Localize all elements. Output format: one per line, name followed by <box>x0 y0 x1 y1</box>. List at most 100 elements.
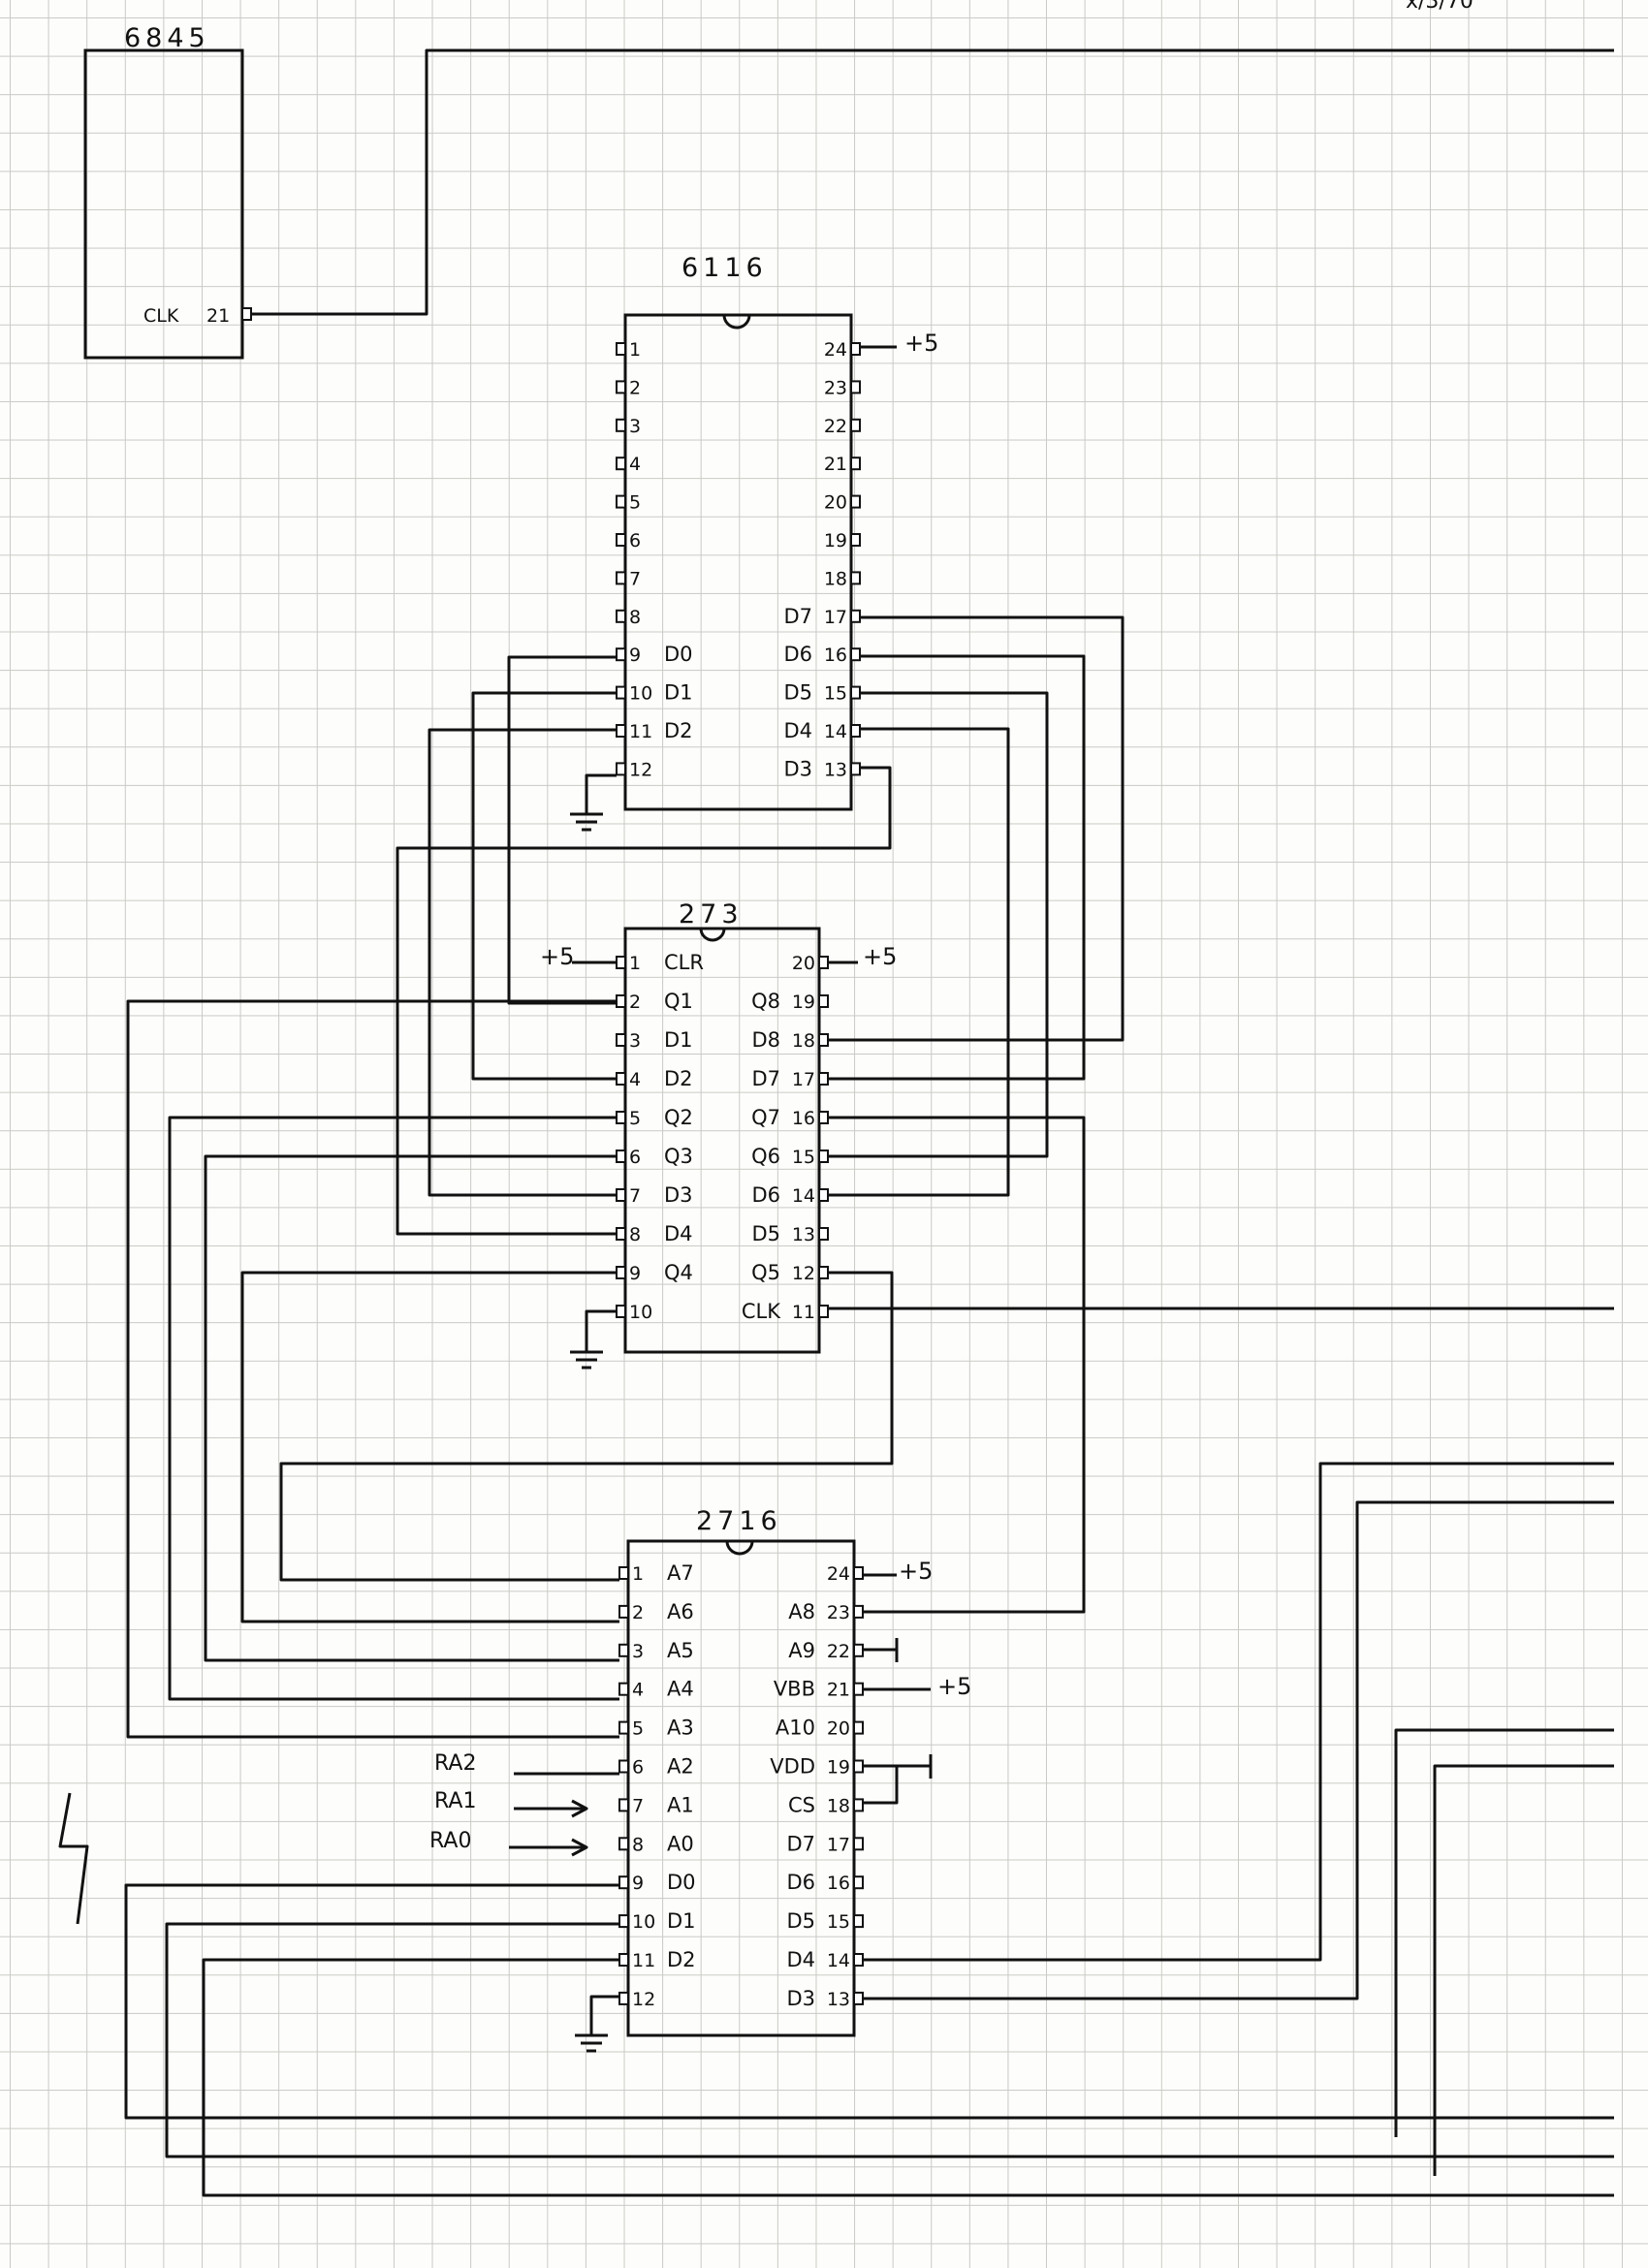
chip_273-pin-1-number: 1 <box>629 953 641 974</box>
chip_273-pin-4-mark <box>616 1072 626 1086</box>
chip_6116-pin-6-mark <box>616 533 626 547</box>
chip_2716-pin-7-signal: A1 <box>667 1793 694 1816</box>
chip_2716-pin-5-signal: A3 <box>667 1717 694 1740</box>
chip_273-pin-5-mark <box>616 1111 626 1124</box>
chip_2716-pin-15-signal: D5 <box>786 1909 815 1933</box>
chip_273-pin-20-mark <box>818 956 829 969</box>
chip_6116-pin-17-signal: D7 <box>783 605 812 628</box>
chip_6116-pin-10-mark <box>616 685 626 700</box>
chip_273-pin-18-mark <box>818 1033 829 1047</box>
chip_273-pin-14-signal: D6 <box>751 1183 780 1207</box>
chip_2716-pin-16-signal: D6 <box>786 1871 815 1894</box>
chip_6116-pin-5-mark <box>616 494 626 509</box>
chip_6116-pin-9-mark <box>616 647 626 662</box>
chip_2716-pin-13-signal: D3 <box>786 1987 815 2010</box>
chip_273-pin-2-signal: Q1 <box>664 990 693 1013</box>
chip_273-pin-7-number: 7 <box>629 1185 641 1207</box>
chip_2716-pin-14-signal: D4 <box>786 1948 815 1971</box>
chip_2716-pin-3-number: 3 <box>632 1641 644 1662</box>
chip_6116-pin-10-signal: D1 <box>664 681 693 705</box>
chip-273-supply-right: +5 <box>863 943 897 970</box>
chip_2716-pin-10-signal: D1 <box>667 1909 696 1933</box>
chip_6116-pin-15-mark <box>850 685 861 700</box>
chip_2716-pin-21-number: 21 <box>827 1680 850 1701</box>
chip_6116-pin-9-number: 9 <box>629 645 641 666</box>
chip_6116-pin-19-mark <box>850 533 861 547</box>
chip_2716-pin-11-number: 11 <box>632 1950 655 1971</box>
chip_2716-pin-22-signal: A9 <box>788 1639 815 1662</box>
chip-6845: 6845 CLK 21 <box>83 23 252 360</box>
chip_6116-pin-8-mark <box>616 609 626 623</box>
chip_6116-pin-16-mark <box>850 647 861 662</box>
chip_2716-pin-23-signal: A8 <box>788 1600 815 1623</box>
chip_6116-pin-2-number: 2 <box>629 377 641 398</box>
chip_273-pin-9-signal: Q4 <box>664 1261 693 1284</box>
chip_2716-pin-1-number: 1 <box>632 1563 644 1585</box>
chip_2716-pin-6-mark <box>618 1759 629 1774</box>
chip_273-pin-14-mark <box>818 1188 829 1202</box>
chip_6116-pin-11-signal: D2 <box>664 719 693 742</box>
chip_6116-pin-23-number: 23 <box>824 377 847 398</box>
chip_273-pin-4-signal: D2 <box>664 1067 693 1090</box>
chip_2716-pin-14-number: 14 <box>827 1950 850 1971</box>
chip_273-pin-3-number: 3 <box>629 1030 641 1052</box>
chip_2716-pin-18-number: 18 <box>827 1795 850 1816</box>
chip_2716-pin-6-signal: A2 <box>667 1755 694 1779</box>
chip_273-pin-9-mark <box>616 1266 626 1279</box>
chip_6116-pin-10-number: 10 <box>629 683 652 705</box>
chip_6116-pin-16-signal: D6 <box>783 643 812 666</box>
chip_273-pin-9-number: 9 <box>629 1263 641 1284</box>
chip_273-pin-12-signal: Q5 <box>751 1261 780 1284</box>
chip_6116-pin-7-number: 7 <box>629 568 641 589</box>
chip_273-pin-6-mark <box>616 1150 626 1163</box>
chip_2716-pin-18-signal: CS <box>788 1793 815 1816</box>
chip_2716-pin-2-signal: A6 <box>667 1600 694 1623</box>
chip_273-pin-11-number: 11 <box>792 1302 815 1323</box>
chip_6116-pin-14-mark <box>850 724 861 738</box>
chip_2716-pin-10-number: 10 <box>632 1911 655 1933</box>
chip_2716-pin-24-number: 24 <box>827 1563 850 1585</box>
chip_273-pin-19-number: 19 <box>792 992 815 1013</box>
chip_6116-pin-4-number: 4 <box>629 454 641 475</box>
chip_6116-pin-20-mark <box>850 494 861 509</box>
chip_2716-pin-12-mark <box>618 1991 629 2005</box>
chip_2716-pin-9-mark <box>618 1875 629 1890</box>
chip_2716-pin-8-signal: A0 <box>667 1832 694 1855</box>
chip_273-pin-11-mark <box>818 1305 829 1318</box>
chip_273-pin-13-signal: D5 <box>751 1222 780 1245</box>
chip_2716-pin-3-mark <box>618 1643 629 1657</box>
chip_6116-pin-23-mark <box>850 380 861 394</box>
chip_6116-pin-15-number: 15 <box>824 683 847 705</box>
chip_2716-pin-13-number: 13 <box>827 1989 850 2010</box>
chip_2716-pin-5-mark <box>618 1720 629 1735</box>
chip_6116-pin-3-mark <box>616 418 626 432</box>
chip_273-pin-1-signal: CLR <box>664 951 704 974</box>
chip_273-pin-19-signal: Q8 <box>751 990 780 1013</box>
chip_273-pin-17-number: 17 <box>792 1069 815 1090</box>
chip_6116-pin-21-number: 21 <box>824 454 847 475</box>
chip_6116-pin-18-number: 18 <box>824 568 847 589</box>
chip_273-pin-5-number: 5 <box>629 1108 641 1129</box>
chip_2716-pin-18-mark <box>853 1798 864 1812</box>
chip_6116-pin-24-mark <box>850 342 861 356</box>
chip_2716-pin-22-mark <box>853 1643 864 1657</box>
chip_6116-pin-16-number: 16 <box>824 645 847 666</box>
chip_273-pin-15-mark <box>818 1150 829 1163</box>
chip_2716-pin-4-number: 4 <box>632 1680 644 1701</box>
chip_6116-pin-18-mark <box>850 571 861 585</box>
chip_2716-pin-15-mark <box>853 1914 864 1929</box>
chip_2716-pin-19-signal: VDD <box>770 1755 815 1779</box>
chip_6116-pin-1-number: 1 <box>629 339 641 361</box>
chip_6116-pin-20-number: 20 <box>824 492 847 514</box>
chip_6116-pin-15-signal: D5 <box>783 681 812 705</box>
chip-6845-clk-label: CLK <box>143 305 179 327</box>
chip_6116-pin-13-signal: D3 <box>783 757 812 780</box>
chip_6116-pin-24-number: 24 <box>824 339 847 361</box>
input-ra0: RA0 <box>429 1829 471 1853</box>
chip_273-pin-6-number: 6 <box>629 1147 641 1168</box>
chip_273-pin-18-number: 18 <box>792 1030 815 1052</box>
chip_273-pin-16-signal: Q7 <box>751 1106 780 1129</box>
